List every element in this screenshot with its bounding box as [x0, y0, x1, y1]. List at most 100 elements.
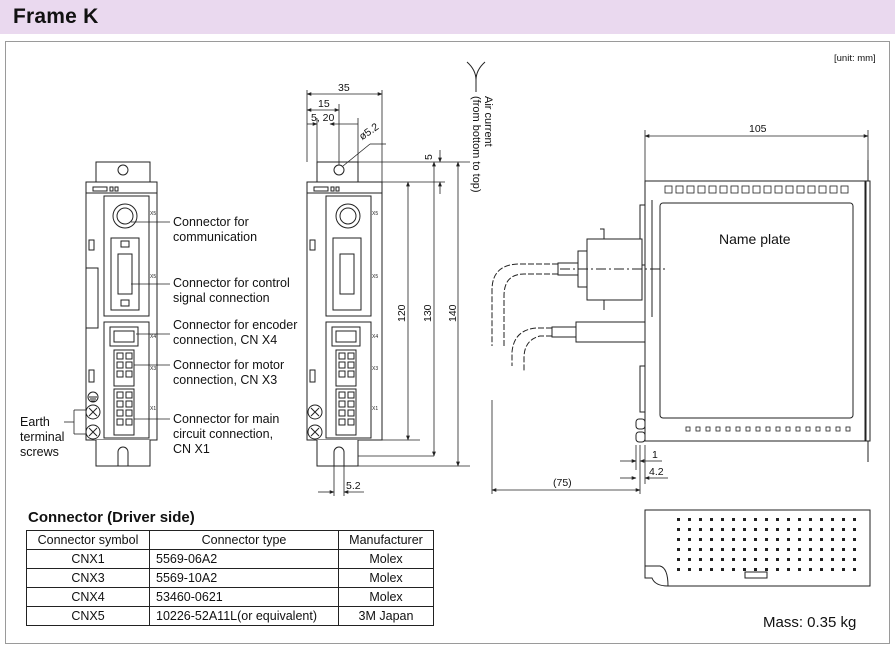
vent-hole	[721, 528, 724, 531]
vent-hole	[820, 568, 823, 571]
cell-type: 10226-52A11L(or equivalent)	[149, 606, 339, 626]
dim-120: 120	[396, 304, 408, 322]
vent-hole	[776, 538, 779, 541]
bottom-vent-dots	[677, 518, 856, 571]
vent-hole	[732, 538, 735, 541]
vent-hole	[743, 538, 746, 541]
right-view-dimensions	[491, 130, 869, 494]
table-row: CNX4 53460-0621 Molex	[26, 587, 434, 607]
vent-slot	[763, 185, 772, 194]
title-bar: Frame K	[0, 0, 895, 34]
vent-hole	[776, 518, 779, 521]
vent-hole	[787, 548, 790, 551]
vent-hole	[853, 528, 856, 531]
vent-hole	[732, 548, 735, 551]
header-manufacturer: Manufacturer	[338, 530, 434, 550]
vent-hole	[732, 518, 735, 521]
vent-hole	[710, 548, 713, 551]
side-view-dimensions	[306, 90, 470, 496]
vent-hole	[820, 558, 823, 561]
page-title: Frame K	[13, 5, 99, 28]
vent-hole	[754, 548, 757, 551]
dim-5: 5	[423, 154, 435, 160]
vent-hole	[721, 548, 724, 551]
vent-hole	[688, 558, 691, 561]
vent-hole	[765, 528, 768, 531]
vent-slot	[840, 185, 849, 194]
vent-slot	[796, 185, 805, 194]
dim-4-2: 4.2	[649, 466, 664, 478]
vent-hole	[842, 548, 845, 551]
vent-hole	[754, 518, 757, 521]
vent-hole	[677, 558, 680, 561]
vent-hole	[754, 558, 757, 561]
vent-hole	[732, 568, 735, 571]
unit-note: [unit: mm]	[834, 53, 876, 64]
vent-hole	[776, 568, 779, 571]
drawing-frame	[5, 41, 890, 644]
vent-hole	[842, 538, 845, 541]
vent-slot	[774, 185, 783, 194]
vent-hole	[820, 548, 823, 551]
vent-hole	[809, 528, 812, 531]
vent-slot	[807, 185, 816, 194]
vent-hole	[798, 568, 801, 571]
vent-slot	[825, 426, 831, 432]
vent-hole	[699, 548, 702, 551]
vent-hole	[765, 518, 768, 521]
vent-hole	[842, 528, 845, 531]
svg-text:X5: X5	[372, 274, 378, 280]
vent-hole	[831, 568, 834, 571]
vent-hole	[765, 568, 768, 571]
vent-hole	[743, 528, 746, 531]
cell-manufacturer: Molex	[338, 568, 434, 588]
svg-text:X3: X3	[150, 366, 156, 372]
vent-hole	[688, 548, 691, 551]
front-view: X5 X5 X4 X3 X1	[85, 161, 158, 467]
vent-slot	[725, 426, 731, 432]
dim-140: 140	[447, 304, 459, 322]
vent-hole	[677, 518, 680, 521]
table-row: CNX5 10226-52A11L(or equivalent) 3M Japa…	[26, 606, 434, 626]
cell-type: 5569-10A2	[149, 568, 339, 588]
cell-symbol: CNX5	[26, 606, 150, 626]
cell-symbol: CNX3	[26, 568, 150, 588]
svg-text:X4: X4	[372, 334, 378, 340]
vent-slot	[815, 426, 821, 432]
vent-slot	[719, 185, 728, 194]
vent-slot	[730, 185, 739, 194]
vent-slot	[845, 426, 851, 432]
vent-hole	[776, 548, 779, 551]
vent-slot	[818, 185, 827, 194]
vent-slot	[685, 426, 691, 432]
vent-hole	[699, 568, 702, 571]
svg-text:X5: X5	[150, 211, 156, 217]
vent-hole	[820, 538, 823, 541]
vent-hole	[699, 558, 702, 561]
vent-hole	[732, 528, 735, 531]
vent-hole	[820, 528, 823, 531]
cell-type: 5569-06A2	[149, 549, 339, 569]
vent-hole	[831, 558, 834, 561]
connector-table-title: Connector (Driver side)	[28, 509, 195, 526]
vent-hole	[853, 518, 856, 521]
vent-slot	[715, 426, 721, 432]
svg-text:X4: X4	[150, 334, 156, 340]
right-side-view	[491, 160, 871, 462]
vent-slot	[775, 426, 781, 432]
vent-hole	[798, 548, 801, 551]
vent-hole	[754, 528, 757, 531]
vent-hole	[677, 538, 680, 541]
air-current-label: Air current(from bottom to top)	[470, 96, 494, 193]
dim-15: 15	[318, 98, 330, 110]
vent-hole	[787, 558, 790, 561]
connector-table: Connector symbol Connector type Manufact…	[26, 530, 434, 626]
vent-hole	[743, 558, 746, 561]
vent-hole	[853, 558, 856, 561]
vent-slot	[695, 426, 701, 432]
table-row: CNX1 5569-06A2 Molex	[26, 549, 434, 569]
